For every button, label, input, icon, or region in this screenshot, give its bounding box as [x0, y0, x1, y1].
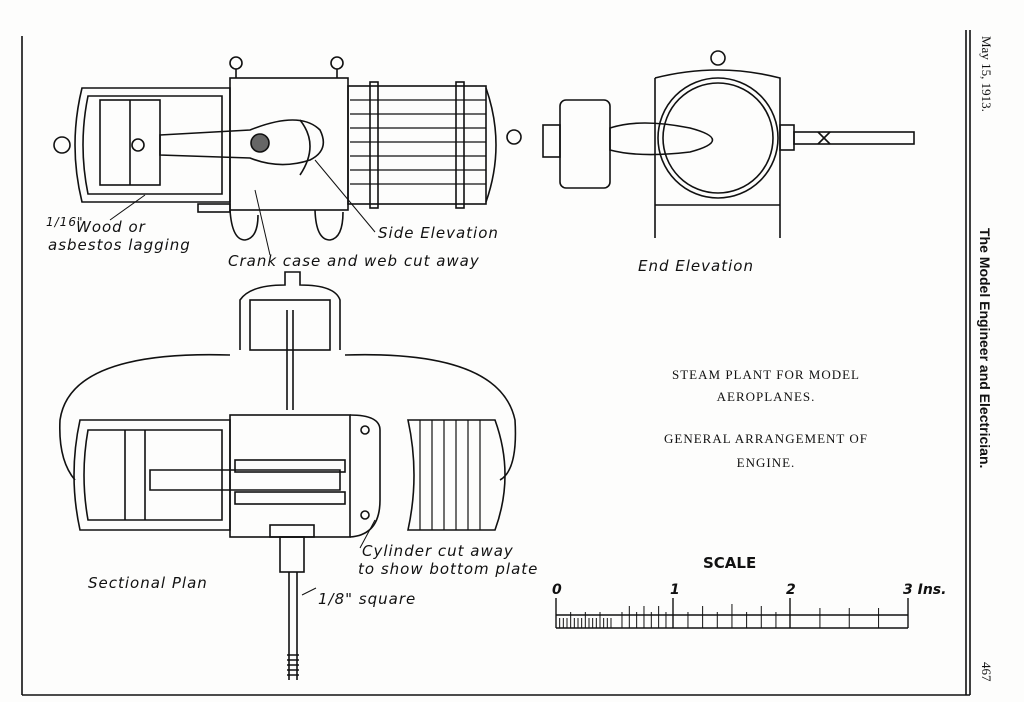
- journal-title: The Model Engineer and Electrician.: [977, 228, 993, 469]
- side-elevation-label: Side Elevation: [378, 224, 499, 242]
- scale-title: SCALE: [703, 554, 757, 572]
- lagging-label-line1: Wood or: [76, 218, 146, 236]
- scale-tick-label: 3 Ins.: [903, 582, 947, 598]
- sectional-plan-label: Sectional Plan: [88, 574, 208, 592]
- lagging-fraction: 1/16": [46, 215, 84, 229]
- scale-tick-label: 1: [670, 582, 680, 598]
- end-elevation-drawing: [542, 50, 915, 238]
- scale-minor-ticks: [559, 604, 880, 628]
- page-border: [21, 30, 971, 696]
- leader-lines: [109, 159, 376, 596]
- side-elevation-drawing: [53, 56, 522, 241]
- caption-line2: AEROPLANES.: [716, 389, 816, 404]
- caption-line3: GENERAL ARRANGEMENT OF: [663, 431, 868, 446]
- sectional-plan-drawing: [58, 271, 517, 680]
- page-number: 467: [979, 662, 994, 682]
- cylinder-label-line2: to show bottom plate: [358, 560, 539, 578]
- scale-tick-label: 2: [786, 582, 796, 598]
- issue-date: May 15, 1913.: [979, 36, 994, 112]
- lagging-label-line2: asbestos lagging: [48, 236, 191, 254]
- caption-line4: ENGINE.: [736, 455, 796, 470]
- crank-case-label: Crank case and web cut away: [228, 252, 480, 270]
- square-label: 1/8" square: [318, 590, 417, 608]
- scale-tick-label: 0: [552, 582, 562, 598]
- cylinder-label-line1: Cylinder cut away: [362, 542, 514, 560]
- caption-line1: STEAM PLANT FOR MODEL: [672, 367, 860, 382]
- end-elevation-label: End Elevation: [638, 257, 754, 275]
